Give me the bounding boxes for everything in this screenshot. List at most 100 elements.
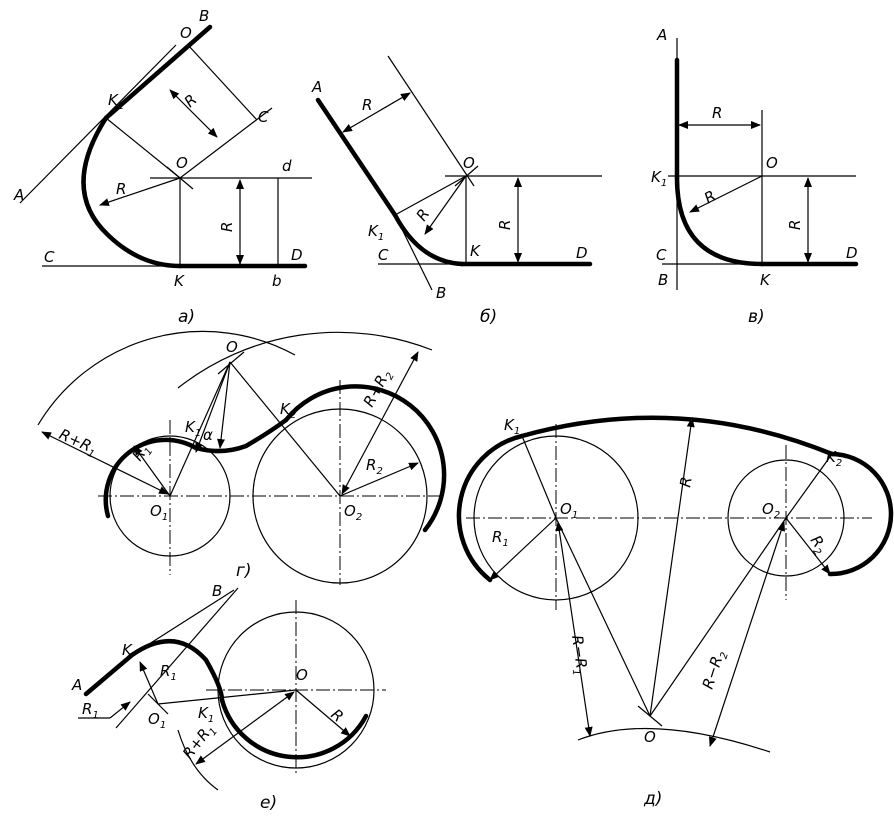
label-v-r-vert: R xyxy=(786,220,804,230)
dim-r2-g xyxy=(339,462,419,497)
label-b-a: A xyxy=(311,78,322,96)
panel-d: K1 K2 R O1 O2 R1 R2 R−R1 R−R2 O д) xyxy=(456,415,894,809)
arc-v xyxy=(674,175,765,267)
label-b-o: O xyxy=(463,154,475,172)
cross-o-b xyxy=(454,165,479,187)
arc-b xyxy=(392,212,465,267)
circle-o1-g xyxy=(109,435,231,557)
label-g-o: O xyxy=(226,338,238,356)
label-e-r: R xyxy=(327,705,347,725)
label-a-d: d xyxy=(282,157,292,175)
label-d-r2: R2 xyxy=(804,532,831,558)
line-o2-k2-d xyxy=(785,453,833,519)
line-o-o1-d xyxy=(555,517,651,717)
line-o1-o-g xyxy=(169,361,231,497)
line-a-lower xyxy=(19,44,177,204)
label-b-d: D xyxy=(576,244,588,262)
dim-r1-g xyxy=(133,445,171,497)
cross-o-a xyxy=(166,166,194,190)
label-a-r-left: R xyxy=(116,180,126,198)
label-d-r: R xyxy=(676,475,696,488)
label-a-a: A xyxy=(13,186,24,204)
label-a-d-cap: D xyxy=(291,246,303,264)
arc-r-low-d xyxy=(577,727,771,753)
label-d-k2: K2 xyxy=(826,448,842,469)
panel-a: B O K1 R C A O d R R C D K b а) xyxy=(13,7,312,327)
label-d-o2: O2 xyxy=(762,500,780,521)
parallel-b xyxy=(387,55,475,187)
line-o2-o-g xyxy=(229,361,341,497)
dim-r-inner-b xyxy=(424,175,467,235)
label-g-k2: K2 xyxy=(280,400,296,421)
contour-conj-g xyxy=(193,417,289,454)
circle-o2-d xyxy=(727,459,845,577)
dim-r-b xyxy=(342,92,411,133)
dim-rmr2-d xyxy=(709,521,785,747)
label-e-r1-left: R1 xyxy=(82,700,99,721)
line-o-o2-d xyxy=(649,517,787,717)
segment-k1-b xyxy=(103,24,213,121)
label-e-k: K xyxy=(122,641,133,659)
label-b-k: K xyxy=(470,242,481,260)
label-b-k1: K1 xyxy=(368,222,384,243)
label-e-o1: O1 xyxy=(148,710,166,731)
arrow-o-k1-g xyxy=(195,361,231,453)
line-parallel-e xyxy=(115,587,239,729)
label-v-r-h: R xyxy=(712,104,722,122)
label-v-o: O xyxy=(766,154,778,172)
label-v-a: A xyxy=(656,26,667,44)
caption-a: а) xyxy=(178,307,195,327)
dim-r1-top-e xyxy=(139,661,159,705)
label-v-r-inner: R xyxy=(701,187,719,208)
label-g-o1: O1 xyxy=(150,502,168,523)
label-v-c: C xyxy=(656,246,667,264)
arc-rr2-g xyxy=(177,331,433,389)
cross-o1-e xyxy=(147,693,169,715)
arc-rr1-e xyxy=(177,729,219,791)
label-e-r1-top: R1 xyxy=(160,662,177,683)
dim-r-left-a xyxy=(99,177,181,206)
segment-a-k-e xyxy=(83,652,135,697)
panel-e: B K A R1 O R1 O1 K1 R R+R1 е) xyxy=(71,582,386,813)
label-d-o: O xyxy=(644,728,656,746)
panel-g: O R+R1 R+R2 K1 α K2 R1 R2 O1 O2 г) xyxy=(37,330,447,585)
segment-a-k1 xyxy=(315,97,398,218)
label-b-c: C xyxy=(378,246,389,264)
label-g-k1: K1 xyxy=(185,418,201,439)
label-v-b: B xyxy=(658,271,668,289)
label-a-b: B xyxy=(199,7,209,25)
label-b-b: B xyxy=(436,284,446,302)
label-a-o-top: O xyxy=(180,24,192,42)
label-a-c-right: C xyxy=(258,108,269,126)
arc-k-k1-e xyxy=(129,639,225,703)
cross-o-d xyxy=(637,705,663,727)
dim-r-d xyxy=(649,417,695,717)
radius-o-k1-b xyxy=(394,175,467,216)
label-a-r-vert: R xyxy=(218,222,236,232)
caption-g: г) xyxy=(236,561,252,581)
cross-o-g xyxy=(217,351,245,375)
caption-d: д) xyxy=(643,789,662,809)
label-d-r1: R1 xyxy=(492,528,509,549)
caption-b: б) xyxy=(480,307,497,327)
dim-r1-d xyxy=(489,517,557,581)
line-o1-k1-d xyxy=(521,435,557,519)
label-g-alpha: α xyxy=(203,426,213,444)
label-e-rr1: R+R1 xyxy=(179,720,220,764)
dim-rr1-g xyxy=(41,431,169,495)
dim-r-diag-a xyxy=(169,89,218,138)
label-a-k1: K1 xyxy=(108,91,124,112)
label-e-k1: K1 xyxy=(198,704,214,725)
label-v-d: D xyxy=(846,244,858,262)
dim-rr2-g xyxy=(341,351,419,495)
label-v-k1: K1 xyxy=(651,168,667,189)
arc-rr1-g xyxy=(37,330,296,426)
contour-o2-g xyxy=(283,384,447,533)
panel-b: A R O R R K1 C K D B б) xyxy=(311,55,602,327)
label-d-rmr1: R−R1 xyxy=(565,634,591,676)
label-e-a: A xyxy=(71,676,82,694)
label-a-b-low: b xyxy=(272,272,282,290)
contour-o2-d xyxy=(827,451,894,577)
arrow-o-alpha-g xyxy=(217,361,231,449)
